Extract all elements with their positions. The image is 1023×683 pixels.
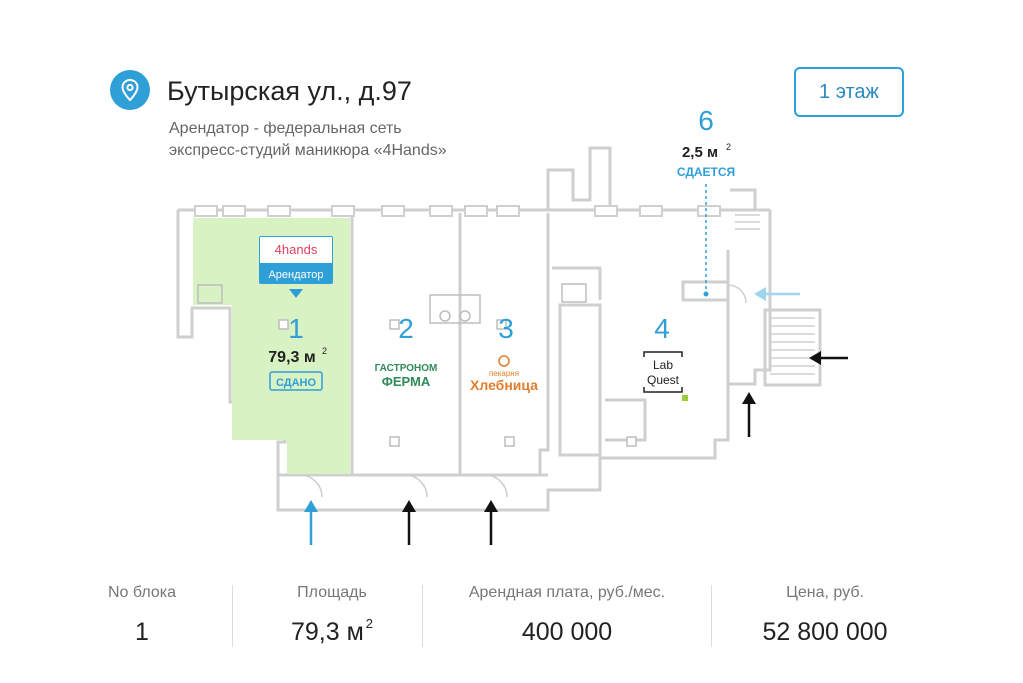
stat-price: Цена, руб. 52 800 000 xyxy=(745,584,905,647)
unit-3-number[interactable]: 3 xyxy=(498,313,514,344)
rent-label: Арендная плата, руб./мес. xyxy=(468,584,666,601)
divider xyxy=(711,585,712,647)
price-label: Цена, руб. xyxy=(786,584,864,601)
block-label: No блока xyxy=(107,584,176,601)
divider xyxy=(422,585,423,647)
unit-4-brand-line2: Quest xyxy=(647,373,680,387)
tenant-line-1: Арендатор - федеральная сеть xyxy=(169,120,402,137)
stat-block: No блока 1 xyxy=(92,584,192,647)
tenant-description: Арендатор - федеральная сеть экспресс-ст… xyxy=(169,118,529,162)
area-label: Площадь xyxy=(297,584,367,601)
unit-6-number[interactable]: 6 xyxy=(698,105,714,136)
logo-4hands-text: 4hands xyxy=(275,242,318,257)
block-value: 1 xyxy=(135,618,149,646)
tenant-line-2: экспресс-студий маникюра «4Hands» xyxy=(169,142,447,159)
unit-6-area-sup: 2 xyxy=(726,142,731,152)
unit-3-brand-line2: Хлебница xyxy=(470,377,538,393)
unit-2-brand-line1: ГАСТРОНОМ xyxy=(375,363,438,374)
unit-1-number[interactable]: 1 xyxy=(288,313,304,344)
unit-4-brand-line1: Lab xyxy=(653,358,673,372)
chevron-down-icon xyxy=(289,289,303,298)
pretzel-icon xyxy=(498,355,510,367)
unit-2-brand-line2: ФЕРМА xyxy=(382,374,431,389)
4hands-logo: 4hands Арендатор xyxy=(259,236,333,284)
unit-6-area: 2,5 м xyxy=(682,144,718,161)
stat-rent: Арендная плата, руб./мес. 400 000 xyxy=(452,584,682,647)
area-sup: 2 xyxy=(365,616,374,631)
unit-4-number[interactable]: 4 xyxy=(654,313,670,344)
divider xyxy=(232,585,233,647)
unit-1-area-sup: 2 xyxy=(322,346,327,356)
unit-2-number[interactable]: 2 xyxy=(398,313,414,344)
unit-1-status-badge: СДАНО xyxy=(276,377,317,389)
tenant-tag: Арендатор xyxy=(268,269,323,281)
location-pin-icon xyxy=(110,70,150,110)
entrance-arrows xyxy=(304,287,848,545)
floor-button[interactable]: 1 этаж xyxy=(794,67,904,117)
page-title: Бутырская ул., д.97 xyxy=(167,76,412,106)
area-value: 79,3 м xyxy=(290,618,364,646)
unit-1-area: 79,3 м xyxy=(268,349,315,366)
unit-3-brand-line1: пекарня xyxy=(489,369,519,378)
unit-6-status: СДАЕТСЯ xyxy=(677,165,735,179)
rent-value: 400 000 xyxy=(521,618,613,646)
price-value: 52 800 000 xyxy=(762,618,888,646)
